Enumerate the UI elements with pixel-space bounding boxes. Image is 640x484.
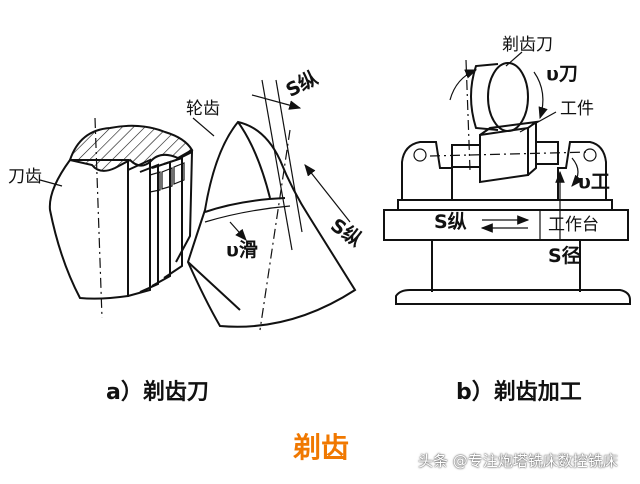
label-v-workpiece: υ工 [578,171,610,193]
shaving-cutter-leader [505,51,523,67]
wheel-tooth-leader [192,117,215,137]
label-worktable: 工作台 [548,215,599,235]
wheel-contact-line-2 [204,205,291,223]
label-v-slide: υ滑 [226,239,258,261]
cutter-tooth-slab-4 [163,156,183,279]
cutter-tooth-slab-3 [151,160,171,287]
cutter-axis-line [465,59,471,171]
wheel-tooth-flank [237,121,271,199]
v-slide-arrow [229,221,247,241]
cutter-center-line [94,117,103,319]
shaving-machine-drawing [383,51,631,305]
label-workpiece: 工件 [560,99,594,119]
tailstock-base [397,199,613,211]
caption-left: a）剃齿刀 [106,380,209,405]
watermark: 头条 @专注炮塔铣床数控铣床 [418,452,618,470]
cutter-tooth-leader [39,179,63,187]
cutter-tooth-slab-2 [139,163,159,293]
cutter-rotation-arrow-left [449,69,478,101]
wheel-tooth-body [186,120,357,328]
wheel-contact-line [204,197,286,213]
worktable [383,209,629,241]
workpiece-rotation-arrow [571,157,583,187]
arbor-left [451,144,481,168]
shaving-cutter-wheel-side [470,63,499,131]
label-cutter-tooth: 刀齿 [8,167,42,187]
label-s-radial: S径 [548,245,581,267]
machine-base [395,289,631,305]
tailstock-right [557,141,607,200]
cutter-tooth-notches [149,162,185,193]
label-s-longitudinal-side: S纵 [326,214,365,251]
wheel-tooth-drawing [39,79,357,331]
tailstock-left-hole [413,148,427,162]
label-wheel-tooth: 轮齿 [186,99,220,119]
caption-right: b）剃齿加工 [456,380,582,405]
tailstock-right-hole [583,148,597,162]
tailstock-left [401,141,453,200]
label-shaving-cutter: 剃齿刀 [502,35,553,55]
wheel-tooth-bottom-edge [187,261,241,311]
cutter-body [48,159,129,300]
helix-ref-line-1 [261,79,293,251]
shaving-cutter-drawing [48,117,194,319]
workpiece-block [479,126,529,184]
wheel-center-line [259,129,291,331]
figure-title: 剃齿 [293,431,350,464]
work-axis-line [429,151,591,157]
cutter-rotation-arrow-right [533,71,548,120]
shaving-cutter-wheel-face [487,62,529,132]
s-longitudinal-top-arrow [251,94,302,110]
label-s-longitudinal-top: S纵 [282,67,321,102]
pedestal-legs [431,240,581,292]
cutter-hatched-section [68,124,194,172]
s-longitudinal-side-arrow [304,164,351,223]
helix-ref-line-2 [275,79,303,233]
cutter-tooth-slab-1 [127,158,151,297]
cutter-tooth-slab-5 [175,150,194,263]
label-s-longitudinal: S纵 [434,211,467,233]
label-v-cutter: υ刀 [546,63,578,85]
workpiece-leader [519,111,557,133]
